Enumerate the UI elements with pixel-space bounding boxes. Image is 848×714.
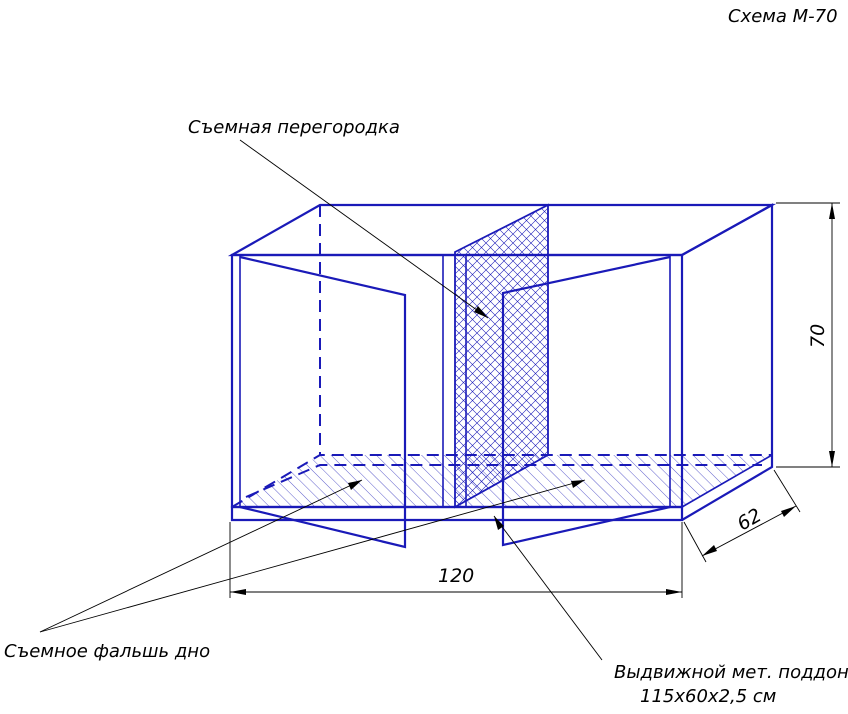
base-right xyxy=(681,454,773,508)
left-door xyxy=(239,255,407,549)
depth-ext-back xyxy=(773,469,801,513)
false-bottom-arrow-2 xyxy=(571,480,585,488)
depth-dim-line xyxy=(701,505,797,557)
partition-panel xyxy=(454,203,549,509)
false-bottom-back-edge xyxy=(245,464,762,498)
right-side xyxy=(681,203,774,521)
base-strip xyxy=(230,505,684,522)
false-bottom-leader-2 xyxy=(39,479,586,633)
depth-arrow-back xyxy=(781,506,796,517)
length-dimension: 120 xyxy=(438,565,474,587)
tray-arrow xyxy=(494,516,504,530)
length-arrow-left xyxy=(230,589,246,595)
right-door xyxy=(501,255,671,547)
false-bottom-leader-1 xyxy=(39,479,363,633)
tray-leader xyxy=(493,515,603,661)
back-bottom-edge xyxy=(231,454,772,508)
partition-label: Съемная перегородка xyxy=(188,117,400,138)
tray-label-line2: 115х60х2,5 см xyxy=(640,686,776,707)
depth-dimension: 62 xyxy=(734,504,766,535)
scheme-title: Схема М-70 xyxy=(728,6,838,27)
length-arrow-right xyxy=(666,589,682,595)
tray-label-line1: Выдвижной мет. поддон xyxy=(614,662,848,683)
height-dimension: 70 xyxy=(807,324,829,348)
height-arrow-top xyxy=(829,203,835,219)
height-arrow-bottom xyxy=(829,451,835,467)
depth-arrow-front xyxy=(702,545,717,556)
partition-leader xyxy=(239,139,489,319)
partition-arrow xyxy=(474,306,488,318)
false-bottom-label: Съемное фальшь дно xyxy=(4,641,210,662)
false-bottom-arrow-1 xyxy=(348,480,362,490)
